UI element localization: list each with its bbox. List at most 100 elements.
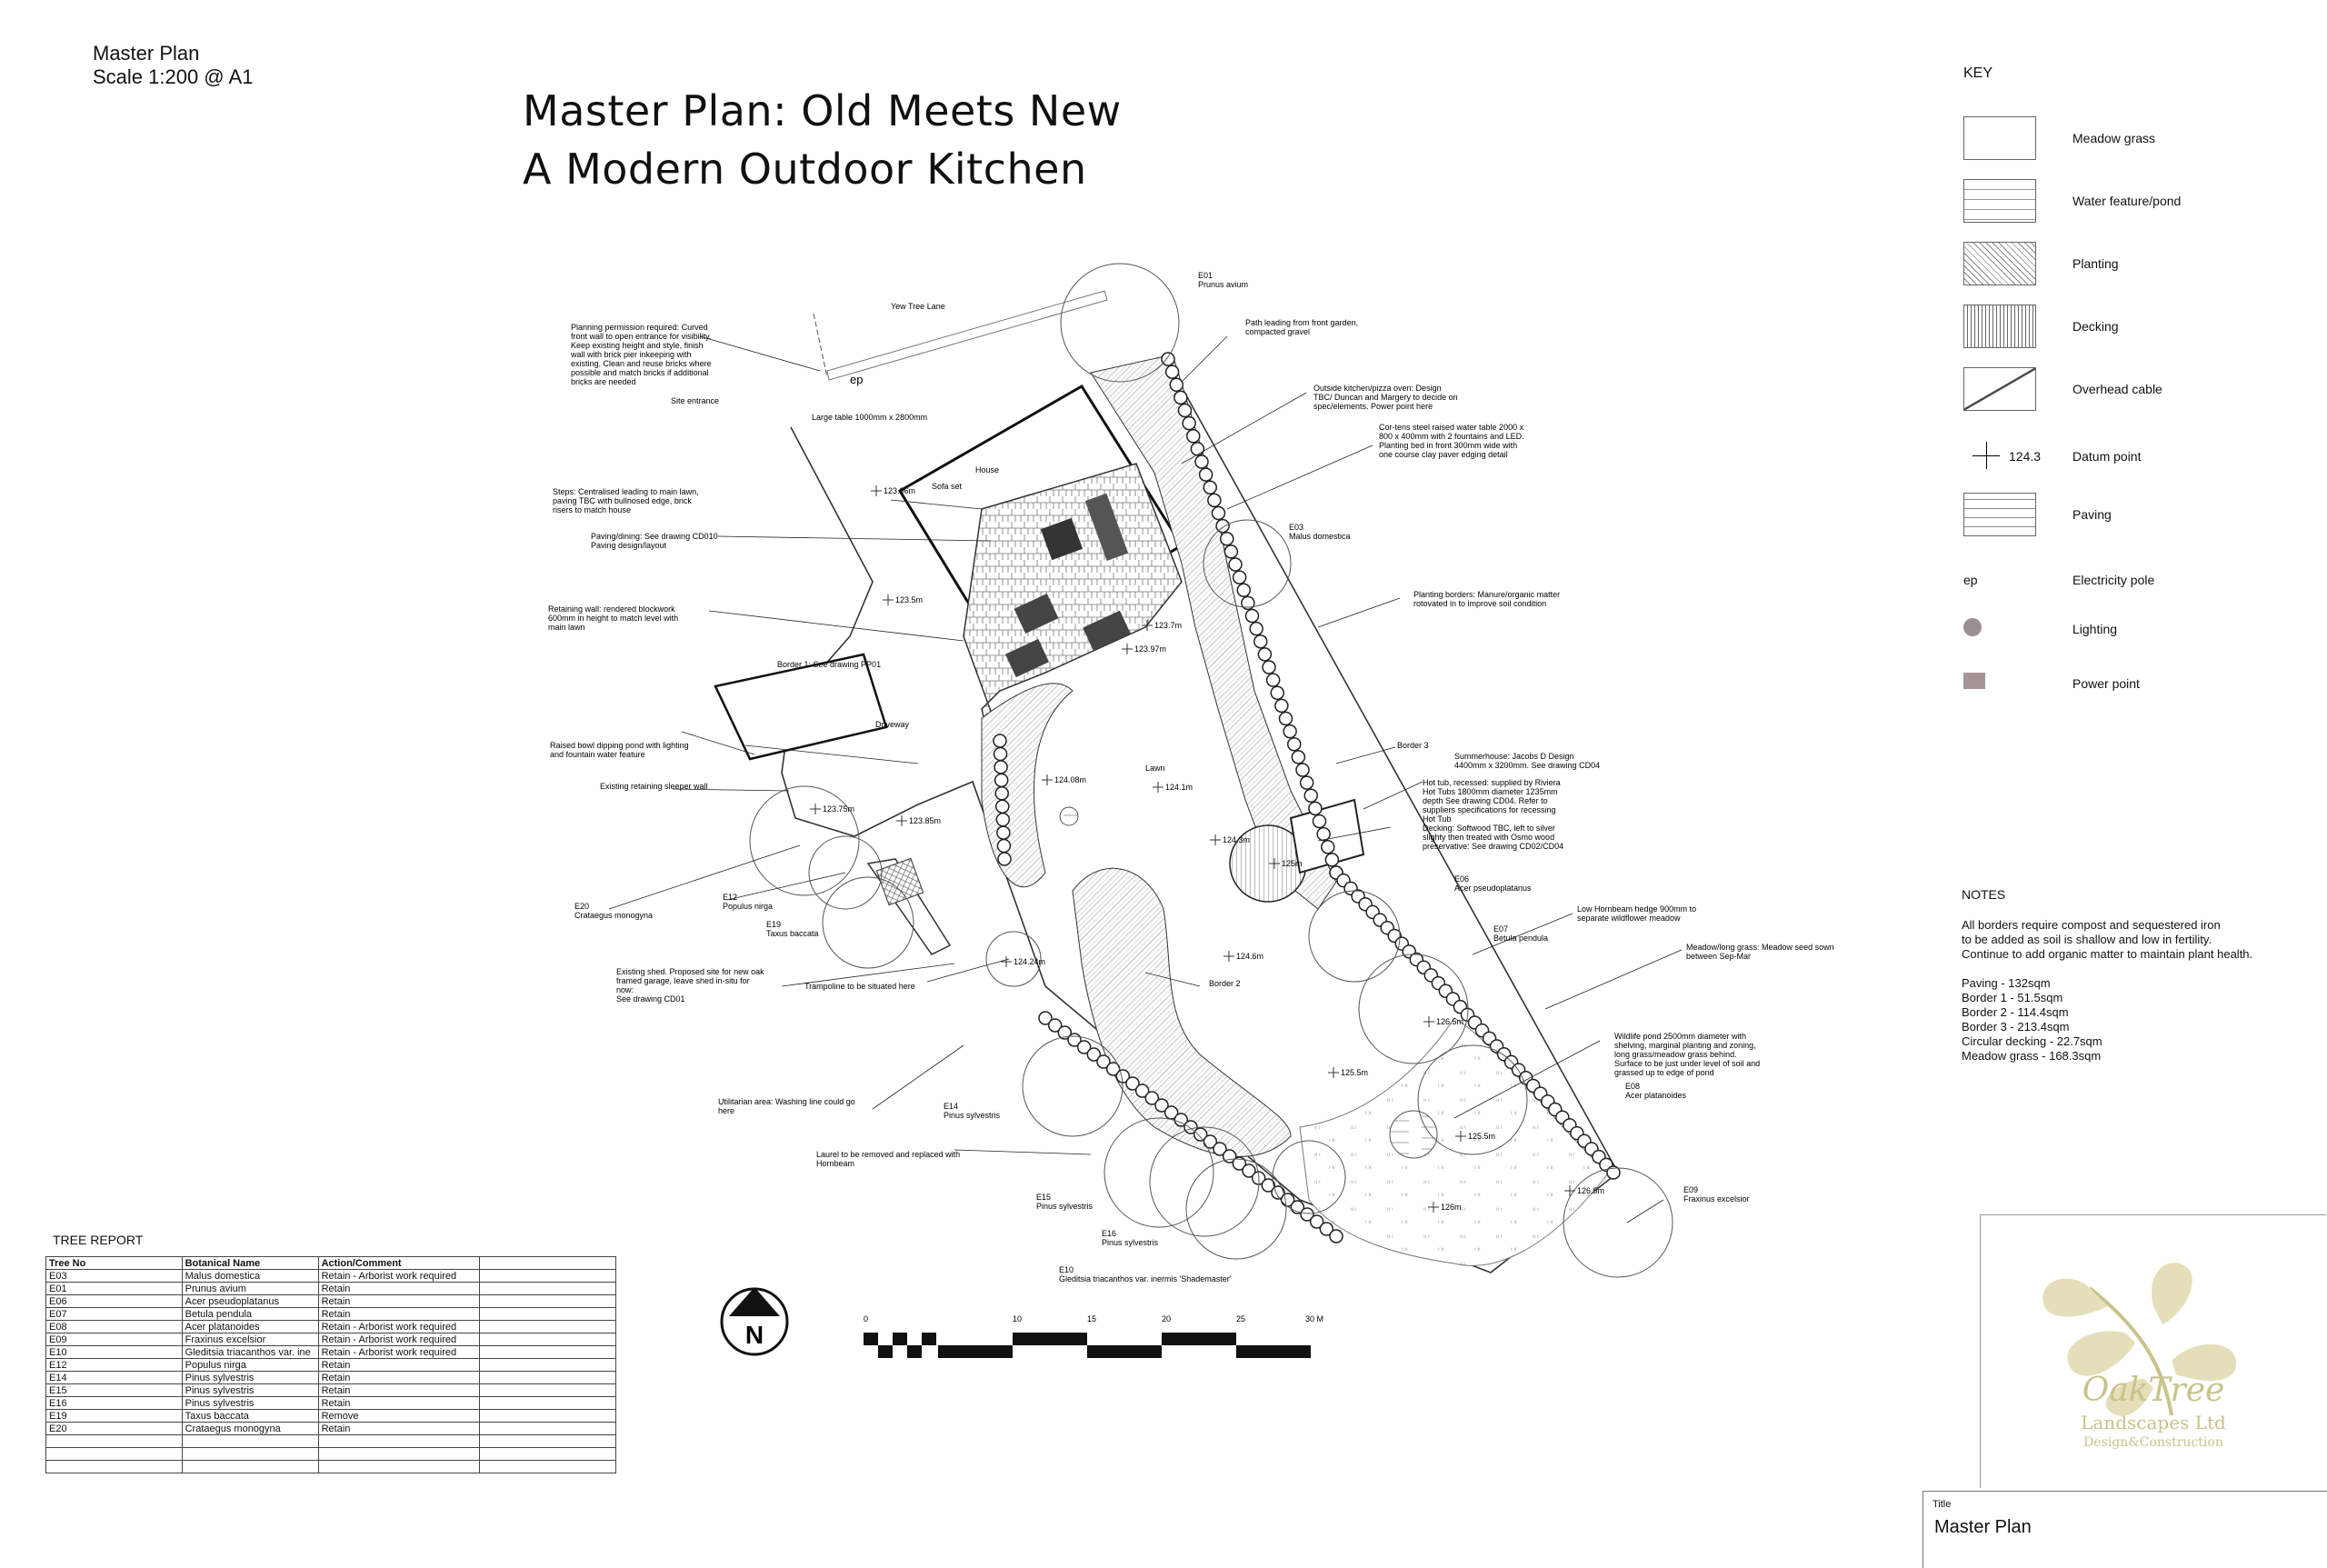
datum-cross-icon <box>1042 774 1053 785</box>
north-arrow: N <box>720 1287 789 1356</box>
annotation-line: 800 x 400mm with 2 fountains and LED. <box>1379 432 1524 441</box>
key-label: Electricity pole <box>2072 573 2155 587</box>
tree-label-e20: Crataegus monogyna <box>574 911 653 920</box>
title-block: Title Master Plan <box>1923 1491 2327 1568</box>
table-cell: Prunus avium <box>181 1282 319 1295</box>
logo-panel: OakTree Landscapes Ltd Design&Constructi… <box>1980 1214 2326 1488</box>
annotation-planting-borders: Planting borders: Manure/organic matterr… <box>1413 590 1560 608</box>
table-cell: Retain - Arborist work required <box>317 1345 481 1359</box>
hedge-plant <box>1324 853 1340 867</box>
hedge-plant <box>1309 1214 1324 1229</box>
annotation-line: grassed up to edge of pond <box>1614 1068 1714 1077</box>
note-line: to be added as soil is shallow and low i… <box>1962 933 2212 946</box>
annotation-line: between Sep-Mar <box>1686 952 1751 961</box>
hedge-plant <box>1257 647 1273 662</box>
annotation-line: Decking: Softwood TBC, left to silver <box>1423 824 1555 833</box>
hedge-plant <box>1262 660 1276 674</box>
tree-label-e15: Pinus sylvestris <box>1036 1202 1094 1211</box>
annotation-line: wall with brick pier inkeeping with <box>570 350 692 359</box>
table-cell: Retain <box>317 1371 481 1384</box>
hedge-plant <box>1215 518 1230 534</box>
hedge-plant <box>1186 429 1201 444</box>
area-line: Border 1 - 51.5sqm <box>1962 991 2063 1004</box>
datum-cross-icon <box>1210 834 1221 845</box>
annotation-line: Hot tub, recessed: supplied by Riviera <box>1423 778 1561 787</box>
annotation-line: shelving, marginal planting and zoning, <box>1614 1041 1756 1050</box>
title-block-label: Title <box>1933 1499 1952 1510</box>
annotation-line: here <box>718 1106 734 1115</box>
tree-label-e08: E08 <box>1625 1082 1640 1091</box>
table-cell: Pinus sylvestris <box>181 1396 319 1410</box>
water-feature-swatch <box>1963 179 2036 223</box>
table-cell <box>181 1460 319 1473</box>
tree-canopy-meadow <box>1272 1140 1346 1214</box>
note-line: All borders require compost and sequeste… <box>1962 918 2221 932</box>
logo-name: OakTree <box>2082 1372 2225 1409</box>
annotation-line: Paving design/layout <box>591 541 667 550</box>
hedge-plant <box>1319 1222 1334 1236</box>
area-line: Meadow grass - 168.3sqm <box>1962 1049 2102 1063</box>
datum-cross-icon <box>1455 1131 1466 1142</box>
hedge-plant <box>1211 505 1226 521</box>
hedge-plant <box>1038 1011 1053 1025</box>
table-cell: Retain - Arborist work required <box>317 1320 481 1333</box>
hedge-plant <box>1223 544 1239 559</box>
tree-canopy-e15 <box>1104 1117 1214 1228</box>
annotation-site-entrance: Site entrance <box>671 396 719 405</box>
hedge-plant <box>1154 1098 1169 1113</box>
annotation-line: Border 1: See drawing PP01 <box>777 660 881 669</box>
hedge-plant <box>1047 1018 1063 1033</box>
annotation-line: now: <box>616 985 634 994</box>
page-title: Master Plan: Old Meets New <box>523 86 1122 135</box>
column-header <box>479 1256 616 1270</box>
annotation-line: main lawn <box>548 623 585 632</box>
hedge-plant <box>1270 685 1284 700</box>
annotation-line: 4400mm x 3200mm. See drawing CD04 <box>1454 761 1600 770</box>
hedge-plant <box>993 734 1007 748</box>
key-heading: KEY <box>1963 65 1993 81</box>
border-1 <box>981 683 1074 888</box>
tree-label-e19: Taxus baccata <box>766 929 819 938</box>
sofa-label: Sofa set <box>932 482 963 491</box>
shed-base <box>875 857 924 906</box>
table-cell <box>479 1396 616 1410</box>
table-cell: Retain <box>317 1383 481 1397</box>
column-header: Tree No <box>45 1256 183 1270</box>
key-label: Water feature/pond <box>2072 194 2182 208</box>
annotation-line: Utilitarian area: Washing line could go <box>718 1097 855 1106</box>
tree-canopy-e12 <box>808 835 883 910</box>
scale-tick-label: 0 <box>864 1314 868 1323</box>
annotation-line: Summerhouse: Jacobs D Design <box>1454 752 1574 761</box>
road-label: Yew Tree Lane <box>891 302 945 311</box>
scale-block <box>1087 1345 1162 1358</box>
tree-canopy-e06 <box>1308 890 1401 983</box>
tree-canopy-e01 <box>1060 263 1180 383</box>
hedge-plant <box>996 838 1012 854</box>
level-label: 123.7m <box>1154 621 1182 630</box>
annotation-line: depth See drawing CD04. Refer to <box>1423 796 1548 805</box>
level-label: 123.97m <box>1134 644 1166 654</box>
hedge-plant <box>1164 1105 1179 1120</box>
driveway-label: Driveway <box>875 720 910 729</box>
table-cell <box>479 1345 616 1359</box>
datum-cross-icon <box>883 594 894 605</box>
tree-canopy-e03 <box>1203 519 1292 608</box>
datum-cross-icon <box>1972 442 2000 469</box>
tree-canopy-e14 <box>1022 1035 1124 1137</box>
annotation-meadow: Meadow/long grass: Meadow seed sownbetwe… <box>1686 943 1834 961</box>
note-line: Continue to add organic matter to mainta… <box>1962 947 2253 961</box>
hedge-plant <box>1164 365 1180 379</box>
table-cell: Retain <box>317 1294 481 1308</box>
title-block-value: Master Plan <box>1934 1517 2032 1537</box>
tree-label-e14: E14 <box>944 1102 958 1111</box>
level-label: 125.5m <box>1468 1132 1495 1141</box>
annotation-line: Hot Tubs 1800mm diameter 1235mm <box>1423 787 1558 796</box>
table-cell <box>479 1371 616 1384</box>
key-label: Meadow grass <box>2072 131 2156 145</box>
tree-label-e06: Acer pseudoplatanus <box>1454 884 1532 893</box>
scale-tick-label: 15 <box>1087 1314 1096 1323</box>
scale-block <box>1236 1345 1311 1358</box>
